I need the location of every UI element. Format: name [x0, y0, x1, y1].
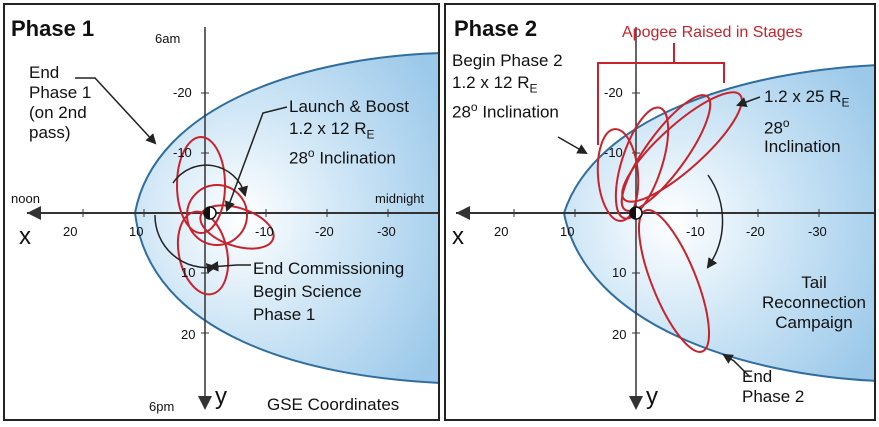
begin-phase2-pointer [557, 136, 588, 155]
x-tick-20: 20 [494, 224, 509, 239]
x-tick-neg10: -10 [686, 224, 705, 239]
orbit-ellipse [620, 94, 712, 212]
tail-campaign-label: Tail Reconnection Campaign [762, 273, 866, 332]
y-tick-10: 10 [181, 265, 196, 280]
phase1-science-label: Phase 1 [253, 305, 316, 324]
orbit-ellipse [596, 128, 640, 222]
y-tick-20: 20 [612, 327, 627, 342]
begin-phase2-label: Begin Phase 2 [452, 51, 563, 70]
y-axis-label: y [646, 383, 658, 410]
inclination-word-label: Inclination [764, 137, 841, 156]
x-tick-10: 10 [560, 224, 575, 239]
x-tick-neg10: -10 [255, 224, 274, 239]
deg28-label: 28o [764, 116, 790, 138]
begin-science-label: Begin Science [253, 282, 362, 301]
x-tick-neg20: -20 [746, 224, 765, 239]
phase2-title: Phase 2 [454, 16, 538, 41]
label-noon: noon [11, 191, 40, 206]
orbit-ellipse [186, 184, 248, 246]
end-commissioning-label: End Commissioning [253, 259, 405, 278]
x-tick-neg20: -20 [315, 224, 334, 239]
phase2-panel: Phase 2 Apogee Raised in Stages Begin Ph… [444, 3, 876, 421]
label-6am: 6am [155, 31, 181, 46]
label-6pm: 6pm [149, 399, 175, 414]
phase2-orbits [596, 91, 743, 353]
y-tick-10: 10 [612, 265, 627, 280]
phase1-title: Phase 1 [11, 16, 95, 41]
inclination-label: 28o Inclination [289, 146, 396, 168]
end-phase2-label: End Phase 2 [742, 367, 805, 406]
magnetosphere-boundary [562, 64, 874, 382]
y-tick-20: 20 [181, 327, 196, 342]
orbit-ellipse [199, 204, 275, 250]
gse-coordinates-label: GSE Coordinates [267, 395, 400, 414]
rotation-arrow [154, 214, 218, 274]
phase1-orbits [176, 136, 275, 296]
orbit-size-label: 1.2 x 12 RE [289, 119, 375, 142]
commissioning-pointer [207, 261, 251, 272]
x-axis-label: x [452, 223, 464, 250]
end-phase1-pointer [75, 77, 157, 145]
x-axis-label: x [19, 223, 31, 250]
y-tick-neg20: -20 [173, 85, 192, 100]
y-axis-label: y [215, 383, 227, 410]
orbit-25-pointer [736, 96, 761, 108]
y-tick-neg20: -20 [604, 85, 623, 100]
y-tick-neg10: -10 [604, 145, 623, 160]
apogee-label: Apogee Raised in Stages [622, 24, 803, 41]
x-tick-10: 10 [129, 224, 144, 239]
phase2-diagram [456, 27, 874, 410]
orbit-ellipse [614, 106, 670, 220]
orbit-12-label: 1.2 x 12 RE [452, 73, 538, 96]
orbit-ellipse [176, 210, 230, 296]
orbit-ellipse [637, 209, 711, 353]
apogee-bracket [597, 62, 725, 145]
end-phase2-pointer [722, 353, 751, 378]
inclination-label: 28o Inclination [452, 100, 559, 122]
launch-boost-label: Launch & Boost [289, 97, 410, 116]
x-tick-20: 20 [63, 224, 78, 239]
orbit-25-label: 1.2 x 25 RE [764, 87, 850, 110]
rotation-arrow [172, 164, 248, 198]
y-tick-neg10: -10 [173, 145, 192, 160]
x-tick-neg30: -30 [377, 224, 396, 239]
phase1-panel: Phase 1 6am 6pm noon midnight x y 20 10 … [3, 3, 440, 421]
label-midnight: midnight [375, 191, 425, 206]
x-tick-neg30: -30 [808, 224, 827, 239]
launch-pointer [225, 106, 288, 212]
end-phase1-label: End Phase 1 (on 2nd pass) [29, 63, 92, 142]
rotation-arrow [706, 174, 724, 269]
phase1-diagram [27, 27, 438, 410]
orbit-ellipse [176, 136, 226, 234]
orbit-ellipse [621, 91, 743, 203]
